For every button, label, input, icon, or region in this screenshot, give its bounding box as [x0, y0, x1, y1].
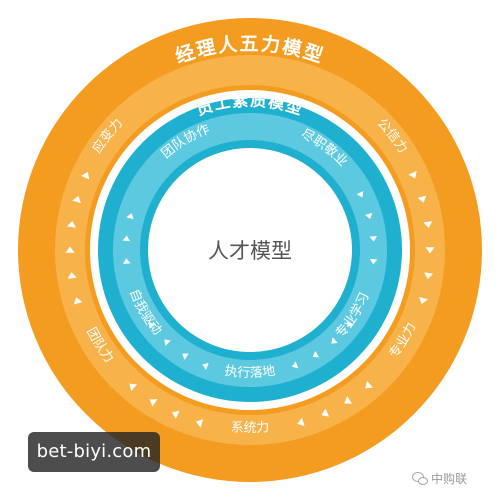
url-text: bet-biyi.com: [36, 441, 152, 462]
wechat-icon: [412, 470, 428, 486]
center-label: 人才模型: [208, 239, 292, 263]
flow-arrow: [122, 258, 131, 265]
flow-arrow: [331, 337, 338, 344]
flow-arrow: [297, 417, 305, 427]
flow-arrow: [291, 361, 299, 369]
flow-arrow: [126, 213, 134, 220]
flow-arrow: [408, 170, 417, 179]
flow-arrow: [419, 296, 428, 305]
flow-arrow: [81, 171, 90, 180]
flow-arrow: [417, 195, 427, 203]
watermark: 中购联: [412, 468, 467, 488]
flow-arrow: [425, 247, 435, 254]
center-circle: [148, 148, 352, 352]
url-badge: bet-biyi.com: [28, 432, 160, 472]
flow-arrow: [312, 350, 320, 358]
flow-arrow: [66, 220, 76, 228]
flow-arrow: [321, 408, 330, 417]
flow-arrow: [344, 396, 353, 404]
inner-item-execution: 执行落地: [224, 364, 277, 382]
flow-arrow: [67, 272, 77, 279]
flow-arrow: [365, 380, 373, 389]
flow-arrow: [369, 258, 378, 265]
flow-arrow: [423, 221, 433, 228]
flow-arrow: [365, 212, 373, 220]
flow-arrow: [72, 195, 81, 204]
flow-arrow: [73, 297, 83, 305]
watermark-text: 中购联: [431, 471, 468, 486]
flow-arrow: [424, 272, 434, 280]
flow-arrow: [149, 322, 156, 329]
flow-arrow: [129, 383, 138, 392]
flow-arrow: [195, 419, 204, 428]
flow-arrow: [202, 362, 209, 370]
flow-arrow: [122, 235, 131, 242]
outer-ring-arrows: [65, 170, 435, 428]
flow-arrow: [171, 410, 180, 419]
flow-arrow: [164, 339, 171, 346]
outer-item-systems: 系统力: [230, 420, 269, 436]
flow-arrow: [356, 190, 364, 198]
flow-arrow: [369, 235, 378, 242]
flow-arrow: [182, 353, 189, 360]
flow-arrow: [149, 399, 158, 407]
flow-arrow: [347, 320, 354, 328]
flow-arrow: [65, 246, 75, 253]
inner-ring-arrows: [122, 190, 378, 370]
